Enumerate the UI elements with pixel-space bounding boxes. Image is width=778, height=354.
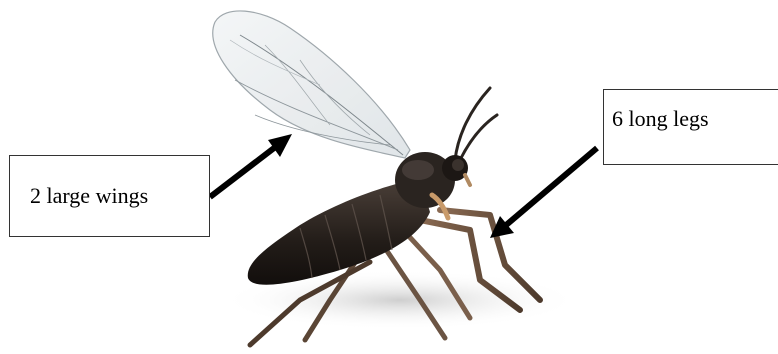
- legs-label: 6 long legs: [603, 89, 778, 165]
- wings-label: 2 large wings: [9, 155, 210, 237]
- legs-label-text: 6 long legs: [612, 106, 709, 132]
- wing-icon: [213, 11, 410, 158]
- legs-arrow: [490, 148, 597, 238]
- wings-label-text: 2 large wings: [30, 183, 148, 209]
- antenna-icon: [455, 88, 497, 160]
- wings-arrow: [210, 134, 292, 197]
